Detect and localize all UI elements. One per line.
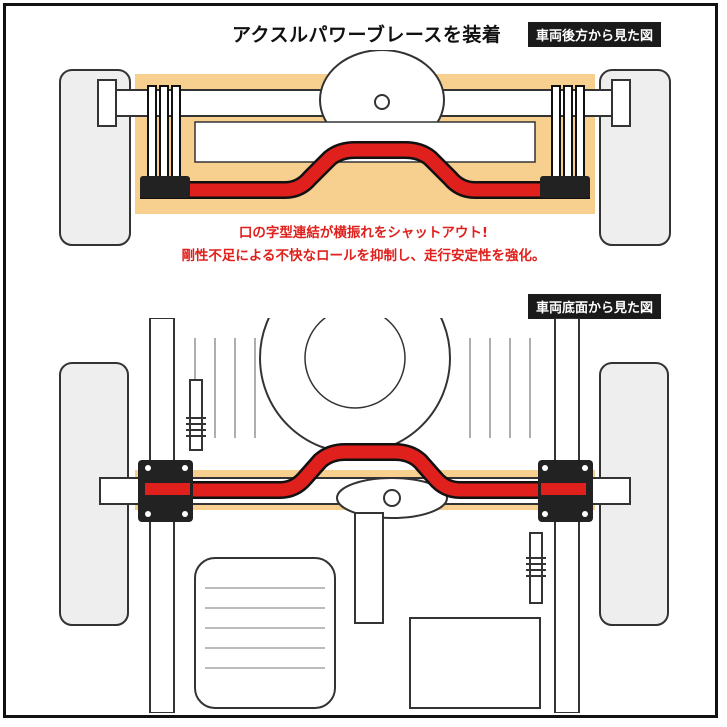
driveshaft — [354, 512, 384, 624]
right-hub — [611, 79, 631, 127]
left-shock — [186, 379, 206, 451]
right-bracket — [540, 176, 590, 198]
bottom-view-diagram — [59, 318, 669, 713]
left-hub — [97, 79, 117, 127]
floor-panel — [194, 338, 531, 438]
exhaust-box — [409, 617, 541, 709]
outer-frame — [3, 3, 718, 718]
spare-tire — [259, 318, 451, 454]
left-bracket — [140, 176, 190, 198]
left-leaf-spring — [147, 85, 181, 187]
right-shock — [526, 532, 546, 604]
page-title: アクスルパワーブレースを装着 — [232, 24, 502, 46]
caption-line-2: 剛性不足による不快なロールを抑制し、走行安定性を強化。 — [181, 248, 546, 264]
rear-view-label: 車両後方から見た図 — [528, 22, 662, 47]
right-leaf-spring — [551, 85, 585, 187]
rear-view-diagram — [59, 50, 671, 246]
fuel-tank — [194, 557, 336, 709]
bottom-view-label: 車両底面から見た図 — [528, 294, 662, 319]
drain-plug — [374, 94, 390, 110]
caption-line-1: 口の字型連結が横振れをシャットアウト! — [238, 225, 489, 241]
